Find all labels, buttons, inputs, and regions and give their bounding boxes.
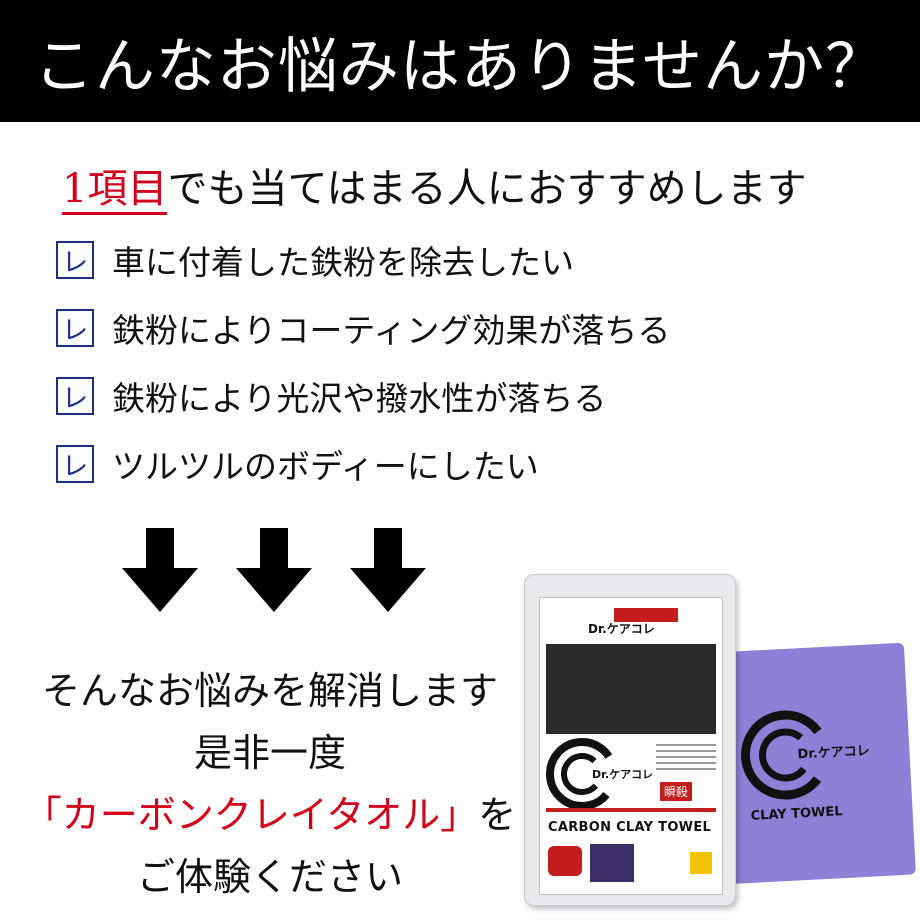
clay-towel-cloth: Dr.ケアコレ CLAY TOWEL: [694, 642, 916, 886]
new-material-tag: [548, 846, 582, 876]
package-copy-lines: [656, 744, 716, 774]
yellow-tag: [690, 852, 712, 874]
dr-carecolle-logo: Dr.ケアコレ: [741, 710, 870, 800]
lead-highlight: 1項目: [62, 166, 168, 215]
solution-line: そんなお悩みを解消します: [41, 669, 498, 713]
cloth-brand: Dr.ケアコレ: [797, 744, 870, 763]
checklist-item: レ 鉄粉によりコーティング効果が落ちる: [56, 304, 670, 352]
package-badge: 瞬殺: [660, 782, 693, 801]
down-arrow-icon: [236, 528, 312, 612]
checklist-item-label: 鉄粉により光沢や撥水性が落ちる: [112, 379, 607, 418]
down-arrow-icon: [350, 528, 426, 612]
solution-line: ご体験ください: [136, 855, 403, 899]
checklist-item-label: 車に付着した鉄粉を除去したい: [112, 243, 574, 282]
solution-line: 是非一度: [193, 731, 346, 775]
hang-tab: [614, 608, 678, 622]
checklist-item-label: ツルツルのボディーにしたい: [112, 447, 539, 486]
check-icon: レ: [56, 445, 94, 483]
down-arrow-icon: [122, 528, 198, 612]
logo-brand: Dr.ケアコレ: [592, 768, 653, 781]
lead-rest: でも当てはまる人におすすめします: [167, 166, 807, 212]
lead-text: 1項目でも当てはまる人におすすめします: [62, 156, 807, 215]
product-name: 「カーボンクレイタオル」: [23, 793, 479, 837]
banner-title: こんなお悩みはありませんか？: [33, 31, 887, 102]
solution-product-line: 「カーボンクレイタオル」を: [0, 784, 540, 839]
product-suffix: を: [478, 793, 517, 837]
checklist-item: レ 鉄粉により光沢や撥水性が落ちる: [56, 372, 606, 420]
package-brand: Dr.ケアコレ: [588, 622, 655, 636]
check-icon: レ: [56, 377, 94, 415]
checklist-item: レ ツルツルのボディーにしたい: [56, 440, 539, 488]
package-title: CARBON CLAY TOWEL: [548, 820, 712, 835]
check-icon: レ: [56, 241, 94, 279]
checklist-item: レ 車に付着した鉄粉を除去したい: [56, 236, 574, 284]
product-package: Dr.ケアコレ Dr.ケアコレ 瞬殺 CARBON CLAY TOWEL: [524, 574, 736, 906]
header-banner: こんなお悩みはありませんか？: [0, 0, 920, 122]
towel-window: [546, 644, 716, 734]
package-card: Dr.ケアコレ Dr.ケアコレ 瞬殺 CARBON CLAY TOWEL: [539, 597, 723, 895]
towel-swatch: [590, 844, 634, 882]
red-band: [546, 808, 716, 812]
cloth-label: CLAY TOWEL: [750, 804, 843, 824]
dr-carecolle-logo: Dr.ケアコレ: [546, 738, 653, 810]
check-icon: レ: [56, 309, 94, 347]
checklist-item-label: 鉄粉によりコーティング効果が落ちる: [112, 311, 671, 350]
